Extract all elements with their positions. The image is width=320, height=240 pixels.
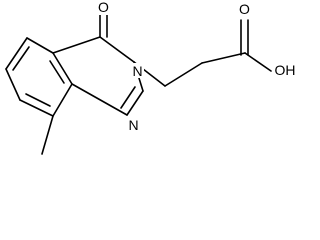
acid-oxygen-label: O	[239, 1, 250, 17]
bonds	[5, 12, 272, 155]
mask-ring-n1	[127, 117, 140, 132]
bond-c4-n3	[99, 36, 135, 63]
mask-carbonyl-oxygen	[96, 0, 111, 15]
carbonyl-oxygen-label: O	[98, 0, 109, 15]
bond-c4a-c5	[26, 37, 54, 54]
hydroxyl-label: OH	[275, 62, 296, 78]
bond-c5-c6-inner	[12, 46, 30, 71]
bond-c7-c8-inner	[25, 93, 51, 107]
bond-c2-n1	[126, 90, 144, 116]
bond-c6-c7	[5, 68, 21, 101]
mask-hydroxyl	[272, 62, 298, 78]
bond-n1-c8a	[71, 83, 128, 116]
bond-ch2-ch2	[164, 62, 203, 87]
bond-c5-c6	[5, 37, 28, 70]
bond-c8a-c4a	[52, 52, 73, 85]
chemical-structure-diagram: O N N O OH	[5, 0, 298, 155]
mask-ring-n3	[131, 63, 144, 78]
bond-c-oh	[244, 52, 272, 72]
bond-c8-methyl	[41, 115, 54, 155]
bond-c2-n1-inner	[120, 86, 136, 109]
bond-c8a-c4a-inner	[49, 60, 65, 84]
ring-n1-label: N	[128, 117, 138, 133]
bond-c7-c8	[19, 99, 54, 117]
ring-n3-label: N	[132, 63, 142, 79]
atom-labels: O N N O OH	[96, 0, 298, 133]
bond-c8-c8a	[52, 83, 73, 117]
bond-ch2-cooh	[201, 52, 246, 64]
bond-c4a-c4	[52, 36, 101, 54]
mask-acid-oxygen	[237, 2, 252, 17]
